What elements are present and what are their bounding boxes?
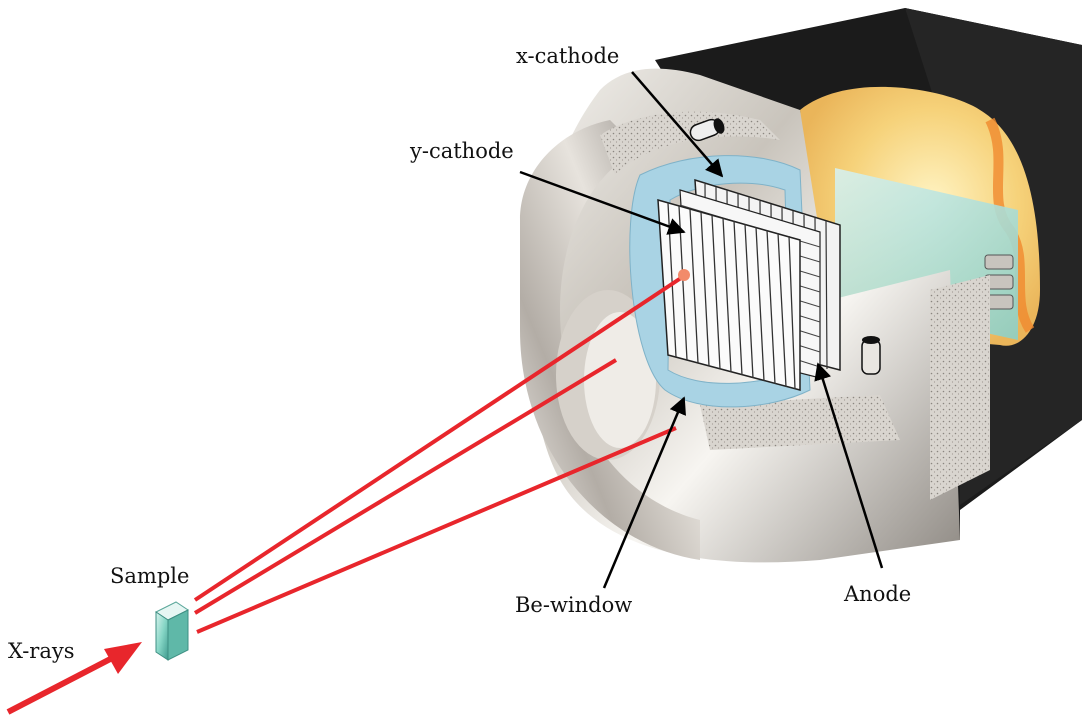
beam-impact-point	[678, 269, 690, 281]
x-rays-label: X-rays	[8, 639, 75, 663]
xray-beams	[193, 269, 690, 634]
incoming-xray-arrow	[6, 642, 142, 715]
label-pointers	[519, 71, 884, 589]
anode-label: Anode	[844, 582, 912, 606]
y-cathode-plane	[657, 198, 801, 391]
scattered-beam-1	[193, 274, 686, 602]
x-cathode-label: x-cathode	[516, 44, 620, 68]
mounting-posts	[689, 118, 881, 375]
sample-crystal	[155, 601, 189, 661]
connector-pins	[984, 254, 1014, 310]
be-window-pointer	[602, 396, 686, 589]
y-cathode-pointer	[519, 170, 686, 235]
scattered-beam-2	[193, 358, 618, 615]
be-window-label: Be-window	[515, 593, 633, 617]
anode-pointer	[814, 362, 884, 569]
x-cathode-pointer	[631, 71, 724, 178]
y-cathode-label: y-cathode	[410, 139, 514, 163]
sample-label: Sample	[110, 564, 190, 588]
scattered-beam-3	[196, 426, 677, 634]
